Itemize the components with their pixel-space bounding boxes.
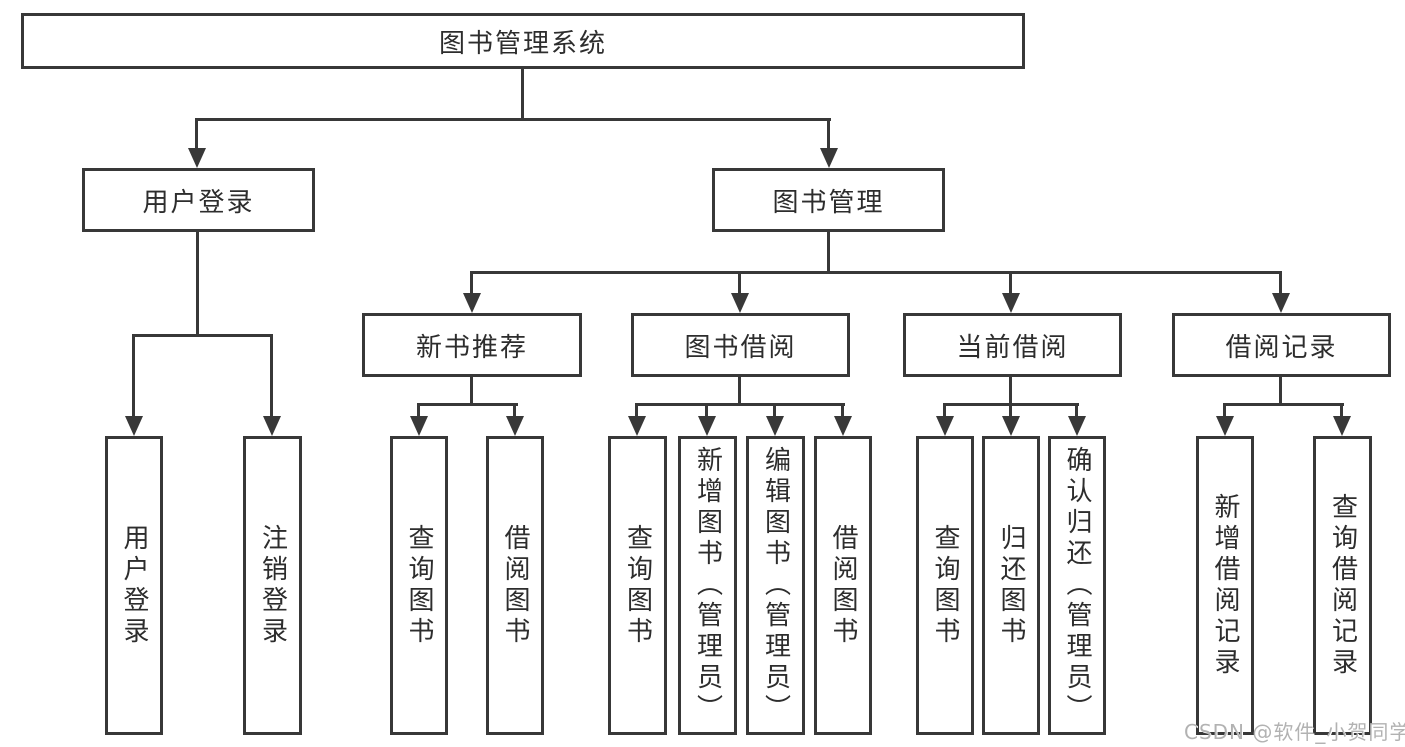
arrowhead-bb-add [698,416,716,436]
connector-drop-br-add [1223,403,1226,418]
leaf-newbook-borrow-books: 借阅图书 [486,436,544,735]
leaf-confirm-return-admin-label: 确认归还（管理员） [1062,446,1092,725]
leaf-borrowing-borrow-books-label: 借阅图书 [828,523,858,648]
csdn-watermark: CSDN @软件_小贺同学 [1184,720,1405,744]
connector-drop-br-query [1340,403,1343,418]
connector-current-stem [1009,376,1012,406]
node-new-book-recommendation-label: 新书推荐 [415,332,528,363]
connector-root-stem [521,69,524,119]
arrowhead-user-login [188,148,206,168]
leaf-newbook-borrow-books-label: 借阅图书 [500,523,530,648]
arrowhead-cb-query [936,416,954,436]
connector-records-branch [1223,403,1344,406]
leaf-query-borrow-record-label: 查询借阅记录 [1327,492,1358,679]
connector-drop-nb-borrow [513,403,516,418]
node-new-book-recommendation: 新书推荐 [362,313,582,377]
connector-borrowing-branch [635,403,845,406]
connector-borrowing-stem [738,376,741,406]
connector-drop-nb-query [417,403,420,418]
leaf-logout-label: 注销登录 [257,523,288,648]
node-book-borrowing: 图书借阅 [631,313,850,377]
arrowhead-nb-borrow [506,416,524,436]
connector-mgmt-branch [470,271,1282,274]
connector-newbook-branch [417,403,518,406]
leaf-query-borrow-record: 查询借阅记录 [1313,436,1372,735]
arrowhead-cb-confirm [1068,416,1086,436]
leaf-current-query-books-label: 查询图书 [930,523,960,648]
node-borrowing-records-label: 借阅记录 [1225,332,1338,363]
leaf-add-borrow-record: 新增借阅记录 [1196,436,1254,735]
leaf-newbook-query-books-label: 查询图书 [404,523,434,648]
leaf-edit-book-admin-label: 编辑图书（管理员） [760,446,791,725]
connector-login-stem [196,232,199,336]
arrowhead-bb-query [628,416,646,436]
leaf-borrowing-query-books-label: 查询图书 [622,523,653,648]
arrowhead-br-add [1216,416,1234,436]
connector-root-branch [196,118,831,121]
connector-newbook-stem [470,376,473,406]
connector-drop-cb-return [1009,403,1012,418]
node-current-borrowing-label: 当前借阅 [956,332,1069,363]
connector-drop-leaf-login [132,334,135,418]
leaf-user-login: 用户登录 [105,436,163,735]
leaf-return-books-label: 归还图书 [996,523,1026,648]
node-root-label: 图书管理系统 [438,28,607,59]
connector-drop-current-borrowing [1009,271,1012,296]
connector-drop-bb-borrow [841,403,844,418]
leaf-return-books: 归还图书 [982,436,1040,735]
arrowhead-cb-return [1002,416,1020,436]
connector-drop-cb-confirm [1075,403,1078,418]
connector-mgmt-stem [827,232,830,274]
node-user-login-branch: 用户登录 [82,168,315,232]
node-current-borrowing: 当前借阅 [903,313,1122,377]
connector-drop-bb-query [635,403,638,418]
connector-drop-book-management [827,118,830,151]
arrowhead-current-borrowing [1002,293,1020,313]
connector-drop-borrowing-records [1279,271,1282,296]
arrowhead-new-book [463,293,481,313]
leaf-borrowing-borrow-books: 借阅图书 [814,436,872,735]
connector-drop-new-book [470,271,473,296]
arrowhead-leaf-login [125,416,143,436]
arrowhead-borrowing-records [1272,293,1290,313]
arrowhead-bb-borrow [834,416,852,436]
leaf-user-login-label: 用户登录 [119,523,149,648]
connector-drop-cb-query [943,403,946,418]
arrowhead-book-management [820,148,838,168]
leaf-current-query-books: 查询图书 [916,436,974,735]
connector-drop-book-borrowing [738,271,741,296]
node-book-management-label: 图书管理 [772,187,885,218]
leaf-edit-book-admin: 编辑图书（管理员） [746,436,805,735]
leaf-add-book-admin: 新增图书（管理员） [678,436,737,735]
node-book-borrowing-label: 图书借阅 [684,332,797,363]
node-borrowing-records: 借阅记录 [1172,313,1391,377]
node-root-library-system: 图书管理系统 [21,13,1025,69]
leaf-newbook-query-books: 查询图书 [390,436,448,735]
arrowhead-bb-edit [766,416,784,436]
leaf-confirm-return-admin: 确认归还（管理员） [1048,436,1106,735]
leaf-add-book-admin-label: 新增图书（管理员） [692,446,723,725]
connector-records-stem [1279,376,1282,406]
leaf-borrowing-query-books: 查询图书 [608,436,667,735]
leaf-logout: 注销登录 [243,436,302,735]
arrowhead-book-borrowing [731,293,749,313]
connector-login-branch [132,334,273,337]
arrowhead-nb-query [410,416,428,436]
connector-drop-user-login [195,118,198,151]
connector-drop-leaf-logout [270,334,273,418]
arrowhead-leaf-logout [263,416,281,436]
node-book-management: 图书管理 [712,168,945,232]
leaf-add-borrow-record-label: 新增借阅记录 [1210,492,1240,679]
connector-drop-bb-edit [773,403,776,418]
node-user-login-branch-label: 用户登录 [142,187,255,218]
connector-drop-bb-add [705,403,708,418]
arrowhead-br-query [1333,416,1351,436]
